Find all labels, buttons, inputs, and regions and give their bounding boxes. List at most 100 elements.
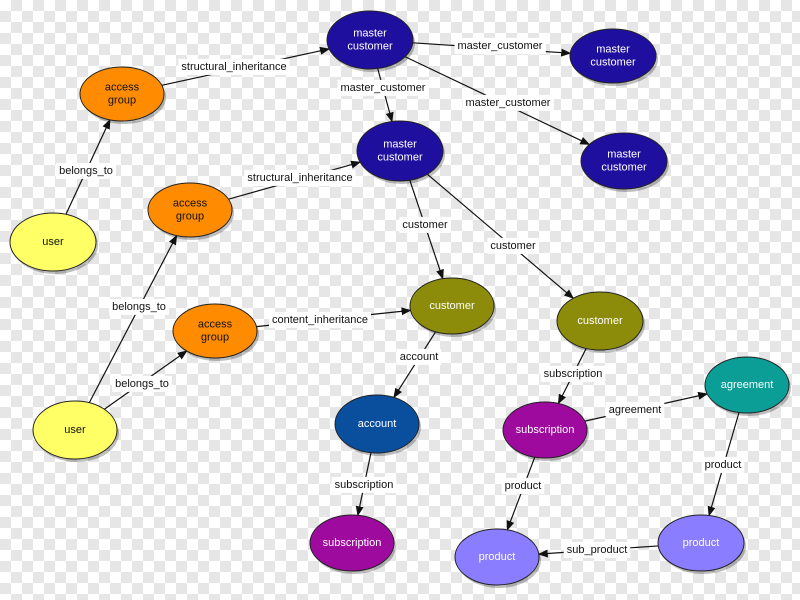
node-label: customer: [377, 151, 423, 163]
edge-label-background: [454, 37, 546, 54]
node-label: customer: [347, 40, 393, 52]
node-user2: user: [32, 400, 119, 462]
edge-account-sub1: subscription: [331, 452, 397, 517]
node-cust1: customer: [409, 277, 496, 337]
node-ellipse: [580, 132, 668, 190]
edge-mc3-cust2: customer: [426, 173, 575, 299]
edge-label: product: [701, 456, 745, 473]
edge-label: structural_inheritance: [244, 169, 356, 186]
edge-label-text: product: [705, 459, 742, 471]
node-ellipse: [79, 66, 165, 122]
node-label: customer: [577, 315, 623, 327]
node-ellipse: [657, 514, 745, 572]
edge-label: account: [396, 348, 442, 365]
edge-mc1-mc2: master_customer: [412, 37, 572, 57]
node-label: user: [64, 424, 86, 436]
node-prod2: product: [657, 514, 746, 574]
edge-label: master_customer: [454, 37, 546, 54]
edge-label-background: [540, 365, 606, 382]
edge-label-background: [605, 401, 665, 418]
edge-label-background: [396, 348, 442, 365]
node-ellipse: [409, 277, 495, 335]
edge-user2-ag2: belongs_to: [88, 234, 178, 404]
edge-label-text: content_inheritance: [272, 314, 368, 326]
node-label: user: [42, 236, 64, 248]
edge-label: customer: [399, 216, 451, 233]
edge-label-text: product: [505, 480, 542, 492]
node-ellipse: [569, 28, 657, 84]
node-label: subscription: [516, 424, 575, 436]
node-prod1: product: [454, 528, 541, 588]
edge-mc1-mc3: master_customer: [337, 68, 429, 123]
edge-label-background: [331, 476, 397, 493]
node-ellipse: [454, 528, 540, 586]
edge-label: sub_product: [563, 541, 631, 558]
node-label: access: [198, 318, 233, 330]
node-label: product: [683, 537, 720, 549]
edge-label: master_customer: [462, 94, 554, 111]
node-label: subscription: [323, 537, 382, 549]
edge-label-background: [501, 477, 545, 494]
edge-label: belongs_to: [56, 162, 116, 179]
node-label: access: [173, 197, 208, 209]
edge-label-background: [112, 375, 172, 392]
edge-label: product: [501, 477, 545, 494]
edge-label-text: sub_product: [567, 544, 628, 556]
edge-label: structural_inheritance: [178, 58, 290, 75]
edge-label: master_customer: [337, 79, 429, 96]
edge-label-background: [178, 58, 290, 75]
edge-label-background: [268, 311, 372, 328]
node-label: customer: [590, 56, 636, 68]
node-label: master: [607, 148, 641, 160]
edge-ag1-mc1: structural_inheritance: [161, 46, 331, 86]
node-ellipse: [309, 514, 395, 572]
edge-prod2-prod1: sub_product: [537, 541, 659, 558]
node-label: customer: [429, 300, 475, 312]
node-label: group: [201, 331, 229, 343]
edges-layer: belongs_to structural_inheritance master_c…: [56, 37, 745, 558]
node-ellipse: [172, 303, 258, 359]
node-label: customer: [601, 161, 647, 173]
node-ellipse: [502, 401, 588, 459]
edge-label-text: master_customer: [458, 40, 543, 52]
node-label: master: [596, 43, 630, 55]
edge-label: agreement: [605, 401, 665, 418]
node-cust2: customer: [556, 291, 645, 353]
node-ellipse: [9, 212, 97, 272]
edge-label-text: master_customer: [341, 82, 426, 94]
edge-label-text: master_customer: [466, 97, 551, 109]
node-agreement: agreement: [704, 356, 791, 416]
node-label: access: [105, 81, 140, 93]
edge-ag3-cust1: content_inheritance: [256, 307, 412, 328]
edge-label: customer: [487, 237, 539, 254]
edge-label-text: customer: [402, 219, 448, 231]
node-sub1: subscription: [309, 514, 396, 574]
edge-line: [88, 234, 178, 404]
edge-label-background: [462, 94, 554, 111]
node-label: product: [479, 551, 516, 563]
edge-agreement-prod2: product: [701, 412, 745, 517]
edge-label-text: structural_inheritance: [247, 172, 352, 184]
edge-label: subscription: [331, 476, 397, 493]
edge-user1-ag1: belongs_to: [56, 118, 116, 215]
node-label: group: [108, 94, 136, 106]
node-ellipse: [556, 291, 644, 351]
node-ellipse: [147, 182, 233, 238]
edge-label: subscription: [540, 365, 606, 382]
node-ellipse: [32, 400, 118, 460]
node-ellipse: [326, 10, 414, 70]
edge-mc1-mc4: master_customer: [404, 56, 591, 146]
edge-label-text: agreement: [609, 404, 662, 416]
node-ellipse: [356, 120, 444, 182]
node-label: account: [358, 418, 397, 430]
edge-label-background: [56, 162, 116, 179]
edge-label-text: subscription: [335, 479, 394, 491]
edge-label-background: [487, 237, 539, 254]
node-label: master: [353, 27, 387, 39]
edge-label-text: structural_inheritance: [181, 61, 286, 73]
